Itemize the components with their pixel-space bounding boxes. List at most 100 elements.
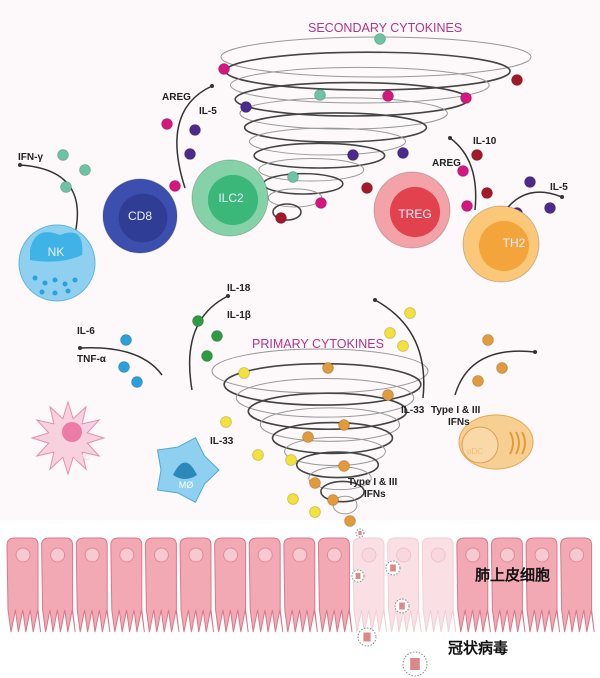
- cytokine-dot: [275, 212, 287, 224]
- epithelial-nucleus: [153, 547, 169, 563]
- epithelial-nucleus: [119, 547, 135, 563]
- cytokine-dot: [314, 89, 326, 101]
- epithelial-cell: [75, 537, 111, 633]
- cytokine-dot: [287, 493, 299, 505]
- spiral-ring: [267, 188, 323, 208]
- epithelial-nucleus: [15, 547, 31, 563]
- pdc-nucleus: [461, 426, 499, 464]
- arrow-il18: [188, 295, 229, 391]
- epithelial-cell: [214, 537, 249, 633]
- immune-cells: [18, 159, 540, 503]
- arrow-il10: [449, 137, 477, 211]
- macrophage-nucleus: [173, 462, 197, 479]
- nk-granule: [52, 277, 58, 283]
- epithelial-nucleus: [569, 547, 585, 563]
- cytokine-dot: [361, 182, 373, 194]
- cytokine-dot: [397, 147, 409, 159]
- cytokine-dot: [118, 361, 130, 373]
- cytokine-dot: [338, 460, 350, 472]
- cytokine-dot: [382, 90, 394, 102]
- nk-granule: [65, 288, 71, 294]
- arrowhead-icon: [78, 346, 82, 350]
- epithelial-nucleus: [361, 547, 377, 563]
- arrowhead-icon: [226, 294, 230, 298]
- cytokine-dot: [240, 101, 252, 113]
- epithelial-cell: [421, 537, 457, 633]
- epithelial-cell: [283, 537, 318, 633]
- spiral-ring: [229, 66, 490, 104]
- spiral-ring: [272, 203, 302, 221]
- nk-granule: [39, 289, 45, 295]
- arrowhead-icon: [18, 163, 22, 167]
- epithelial-nucleus: [188, 547, 204, 563]
- cytokine-dot: [315, 197, 327, 209]
- label-il1b: IL-1β: [227, 310, 251, 321]
- cytokine-dot: [161, 118, 173, 130]
- pdc-wave: [515, 431, 520, 455]
- ilc2-cell-nucleus: [207, 174, 259, 226]
- epithelial-nucleus: [465, 547, 481, 563]
- cytokine-dot: [544, 202, 556, 214]
- label-il33-left: IL-33: [210, 436, 234, 447]
- spiral-ring: [320, 480, 365, 503]
- spiral-ring: [271, 421, 394, 455]
- epithelial-nucleus: [430, 547, 446, 563]
- cytokine-dot: [374, 33, 386, 45]
- label-ifn-gamma: IFN-γ: [18, 152, 43, 163]
- nk-granule: [72, 277, 78, 283]
- epithelial-nucleus: [292, 547, 308, 563]
- epithelial-nucleus: [534, 547, 550, 563]
- epithelial-nucleus: [84, 547, 100, 563]
- cytokine-dot: [397, 340, 409, 352]
- coronavirus-rna: [363, 632, 371, 642]
- arrows: [18, 84, 564, 399]
- arrow-il6: [79, 346, 163, 376]
- spiral-ring: [235, 377, 415, 418]
- cytokine-dot: [511, 74, 523, 86]
- cytokine-dot: [481, 187, 493, 199]
- coronavirus-rna: [399, 602, 405, 610]
- epithelial-cell: [317, 537, 353, 633]
- pdc-wave: [521, 431, 526, 455]
- spiral-ring: [262, 172, 344, 195]
- cytokine-dot: [327, 494, 339, 506]
- spiral-ring: [253, 142, 386, 169]
- pdc-wave: [509, 431, 514, 455]
- spiral-ring: [284, 436, 386, 466]
- coronavirus-rna: [390, 564, 396, 572]
- secondary-cytokines-title: SECONDARY CYTOKINES: [308, 21, 462, 35]
- label-ifn-right-2: IFNs: [448, 417, 470, 428]
- cytokine-dot: [220, 416, 232, 428]
- cytokine-dot: [201, 350, 213, 362]
- nk-granule: [42, 280, 48, 286]
- epithelial-cell: [560, 537, 595, 633]
- cell-label-treg: TREG: [398, 207, 431, 221]
- cytokine-dot: [344, 515, 356, 527]
- arrowhead-icon: [533, 350, 537, 354]
- primary-cytokines-title: PRIMARY CYTOKINES: [252, 337, 384, 351]
- epithelial-cell: [144, 537, 180, 633]
- cell-label-th2: TH2: [503, 236, 526, 250]
- cytokine-dot: [309, 477, 321, 489]
- cytokine-dot: [287, 171, 299, 183]
- epithelial-nucleus: [326, 547, 342, 563]
- spiral-ring: [258, 157, 365, 182]
- label-il6: IL-6: [77, 326, 95, 337]
- epithelial-cell: [179, 537, 215, 633]
- cytokine-dot: [252, 449, 264, 461]
- nk-granule: [62, 281, 68, 287]
- cytokine-dot: [238, 367, 250, 379]
- cell-label-nk: NK: [48, 245, 65, 259]
- cytokine-dot: [169, 180, 181, 192]
- label-il33-right: IL-33: [401, 405, 425, 416]
- coronavirus-rna: [410, 658, 420, 670]
- cytokine-dot: [384, 327, 396, 339]
- cytokine-dot: [131, 376, 143, 388]
- label-areg-left: AREG: [162, 92, 191, 103]
- cytokine-dots: [57, 33, 556, 527]
- spiral-ring: [259, 407, 401, 442]
- cytokine-dot: [218, 63, 230, 75]
- cd8-cell-nucleus: [118, 193, 168, 243]
- cytokine-dot: [482, 334, 494, 346]
